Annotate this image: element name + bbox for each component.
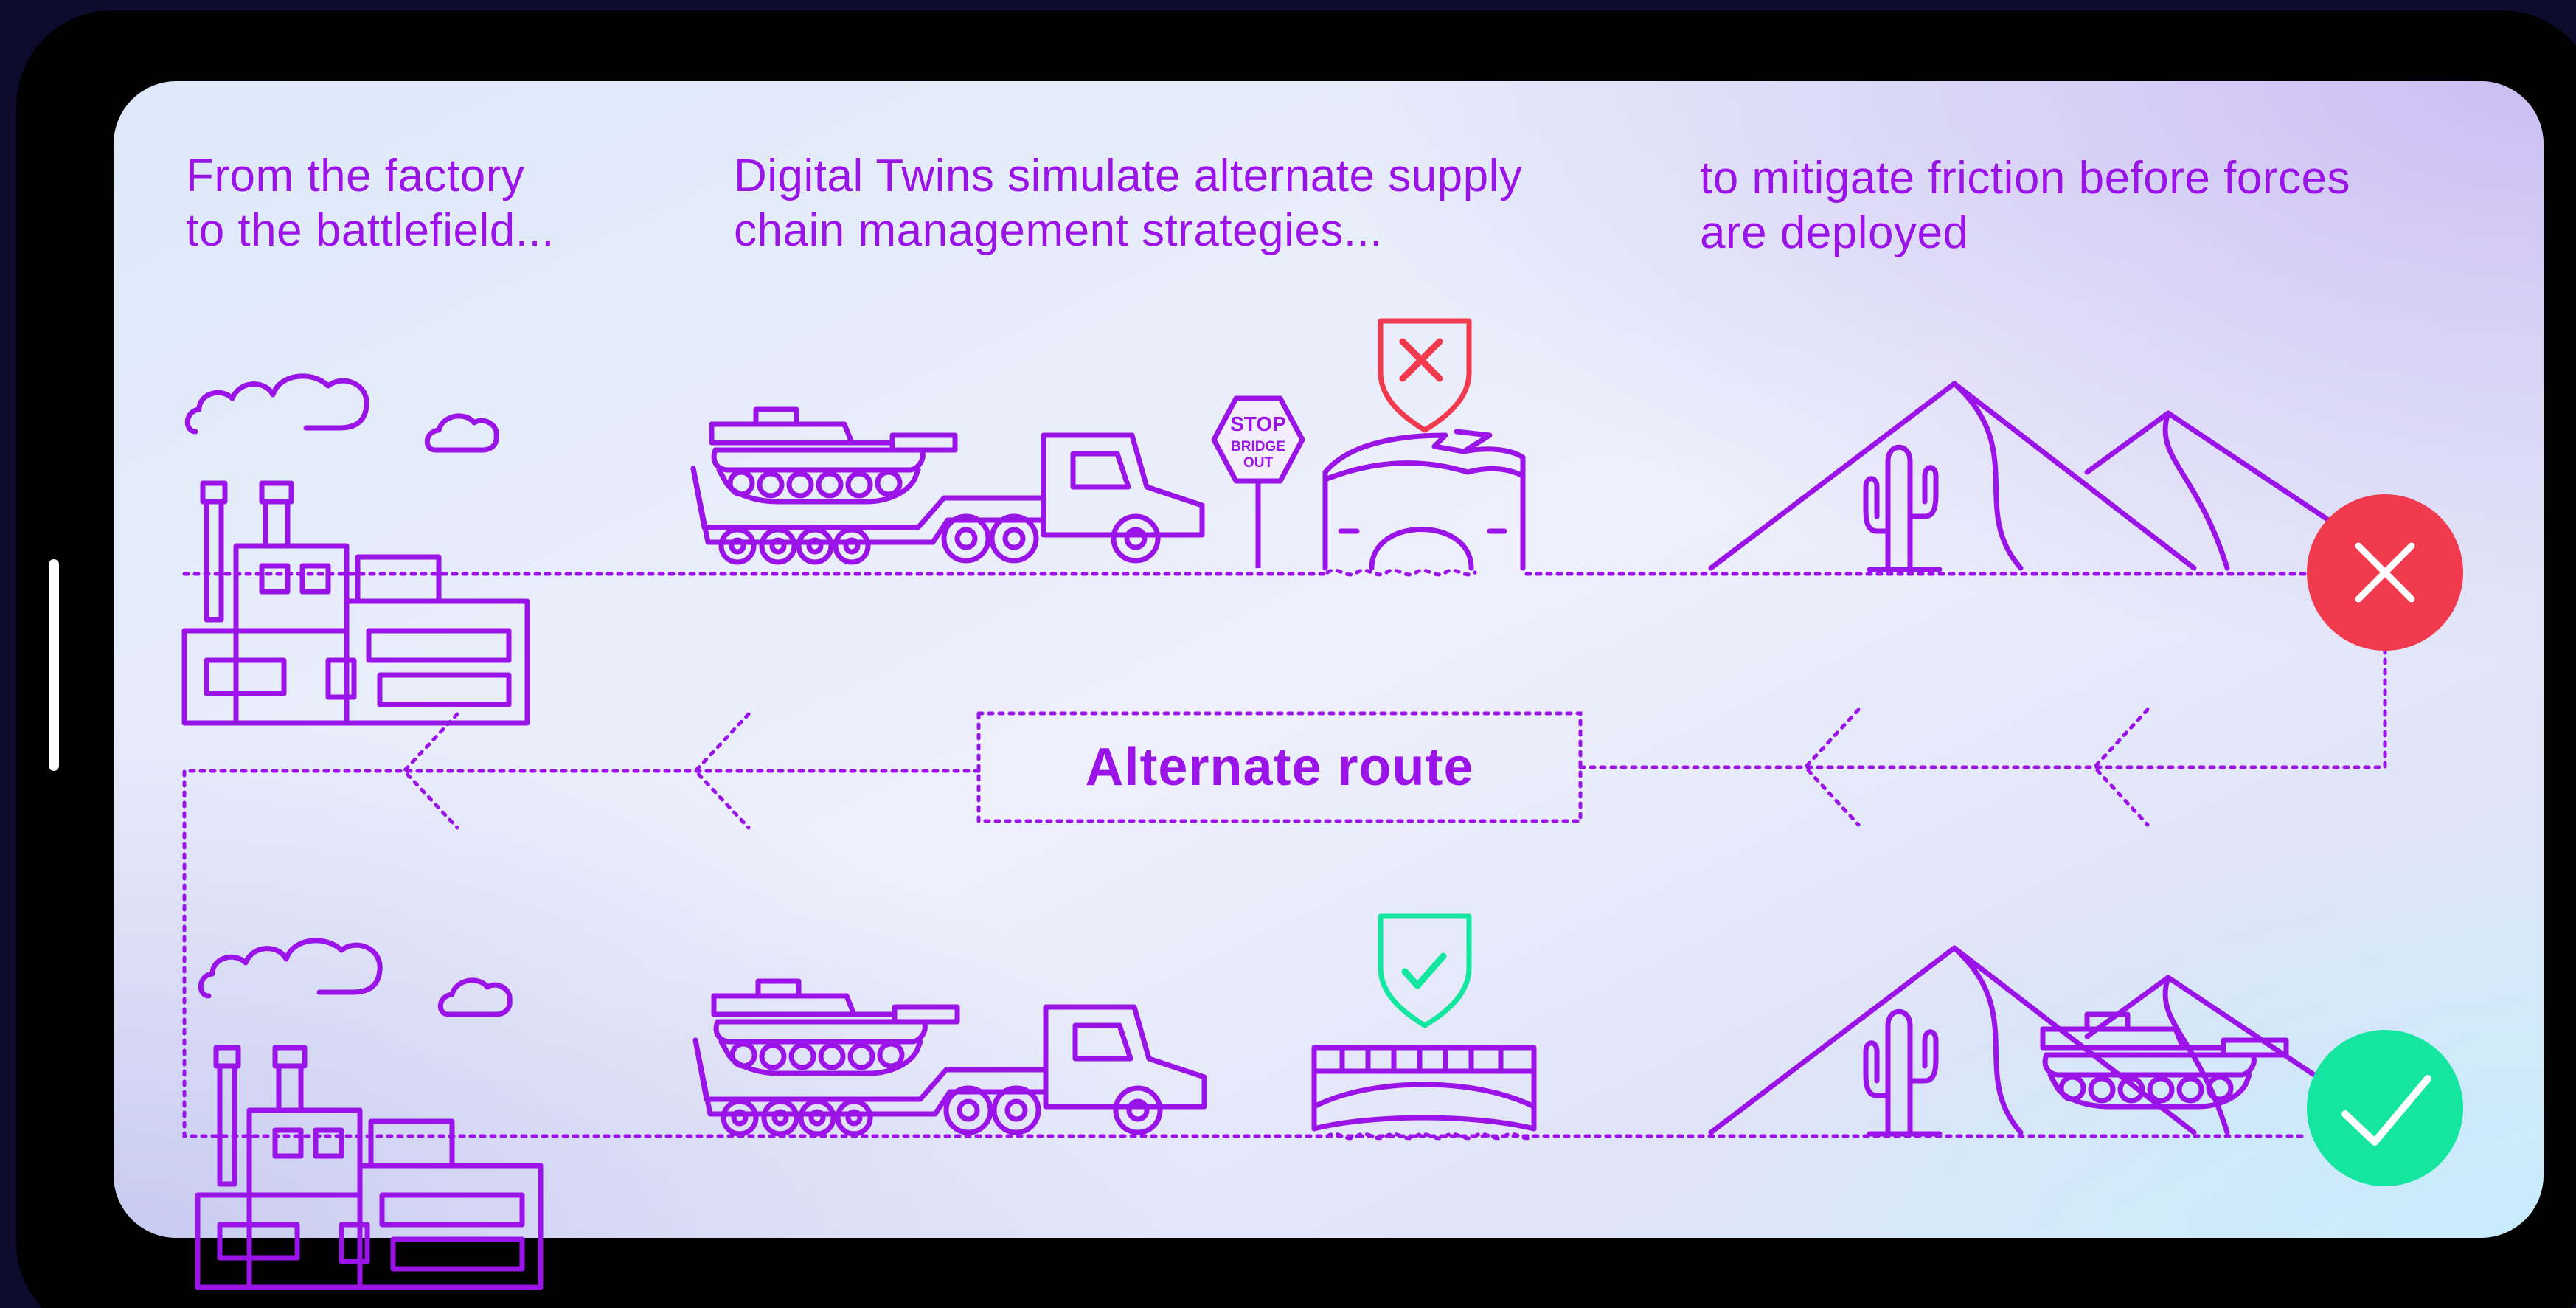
- caption-right-line2: are deployed: [1700, 207, 1969, 258]
- caption-middle-line2: chain management strategies...: [734, 205, 1384, 256]
- x-circle-icon: [2307, 494, 2463, 651]
- route-arrow-3: [1802, 707, 1861, 827]
- stop-sign-line2: BRIDGE: [1231, 439, 1285, 454]
- check-circle-icon: [2307, 1030, 2463, 1186]
- broken-bridge-icon: [1322, 429, 1526, 571]
- stop-sign-line1: STOP: [1230, 412, 1286, 435]
- caption-right-line1: to mitigate friction before forces: [1700, 153, 2350, 204]
- phone-home-indicator: [49, 559, 59, 771]
- route-lines: [182, 568, 2387, 1141]
- alternate-route-label: Alternate route: [1085, 738, 1474, 797]
- stop-sign-line3: OUT: [1243, 455, 1274, 471]
- caption-middle-line1: Digital Twins simulate alternate supply: [734, 150, 1523, 201]
- caption-left-line1: From the factory: [186, 150, 525, 201]
- caption-left: From the factory to the battlefield...: [186, 149, 555, 258]
- alternate-route-box: [976, 711, 1583, 823]
- caption-right: to mitigate friction before forces are d…: [1700, 151, 2350, 260]
- shield-x-icon: [1381, 321, 1469, 430]
- water-bottom: [1325, 1132, 1536, 1141]
- bridge-icon: [1311, 1045, 1537, 1132]
- stop-sign-icon: STOP BRIDGE OUT: [1211, 395, 1305, 568]
- caption-middle: Digital Twins simulate alternate supply …: [734, 149, 1522, 258]
- route-arrow-2: [692, 712, 751, 830]
- screen: [114, 81, 2544, 1238]
- route-bottom: [182, 769, 2311, 1138]
- route-arrow-1: [401, 712, 459, 830]
- route-arrow-4: [2091, 707, 2150, 827]
- shield-check-icon: [1381, 916, 1469, 1025]
- route-return-right: [1578, 647, 2387, 769]
- water-top: [1325, 568, 1477, 577]
- caption-left-line2: to the battlefield...: [186, 205, 555, 256]
